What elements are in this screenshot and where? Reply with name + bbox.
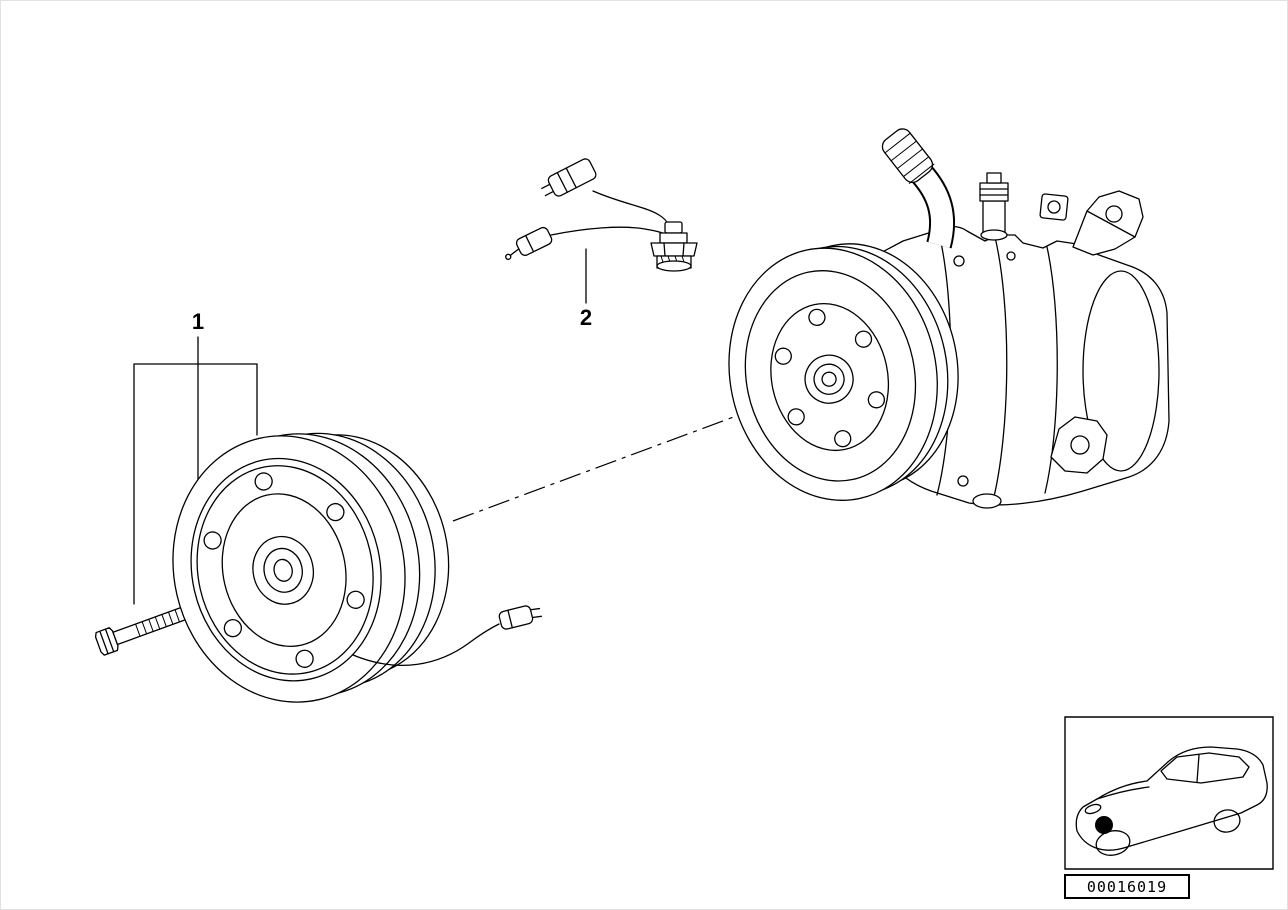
compressor-pulley-face	[706, 224, 982, 520]
car-silhouette-icon	[1076, 747, 1267, 858]
callout-2: 2	[580, 249, 592, 330]
temperature-switch	[501, 157, 697, 271]
hose-fitting	[879, 125, 942, 245]
sensor-wire-lower	[551, 227, 666, 235]
location-marker-dot	[1095, 816, 1113, 834]
cable-plug-lower	[501, 226, 553, 264]
magnetic-clutch	[147, 402, 475, 725]
callout-1-label[interactable]: 1	[192, 309, 204, 334]
clutch-coil-wire	[353, 603, 542, 666]
part-number-frame	[1065, 875, 1189, 898]
callout-2-label[interactable]: 2	[580, 305, 592, 330]
ac-compressor	[706, 125, 1169, 520]
part-number-plate: 00016019	[1065, 875, 1189, 898]
port-boss	[1040, 194, 1068, 221]
car-inset	[1065, 717, 1273, 869]
service-valve	[980, 173, 1008, 240]
callout-1-leader-lines	[134, 337, 257, 604]
cable-plug-upper	[539, 157, 598, 202]
callout-1: 1	[134, 309, 257, 604]
sensor-body	[651, 222, 697, 271]
part-number: 00016019	[1087, 878, 1167, 896]
car-inset-frame	[1065, 717, 1273, 869]
hex-bolt	[94, 600, 194, 656]
upper-mount-bracket	[1073, 191, 1143, 255]
lower-mount-lug	[1051, 417, 1107, 473]
